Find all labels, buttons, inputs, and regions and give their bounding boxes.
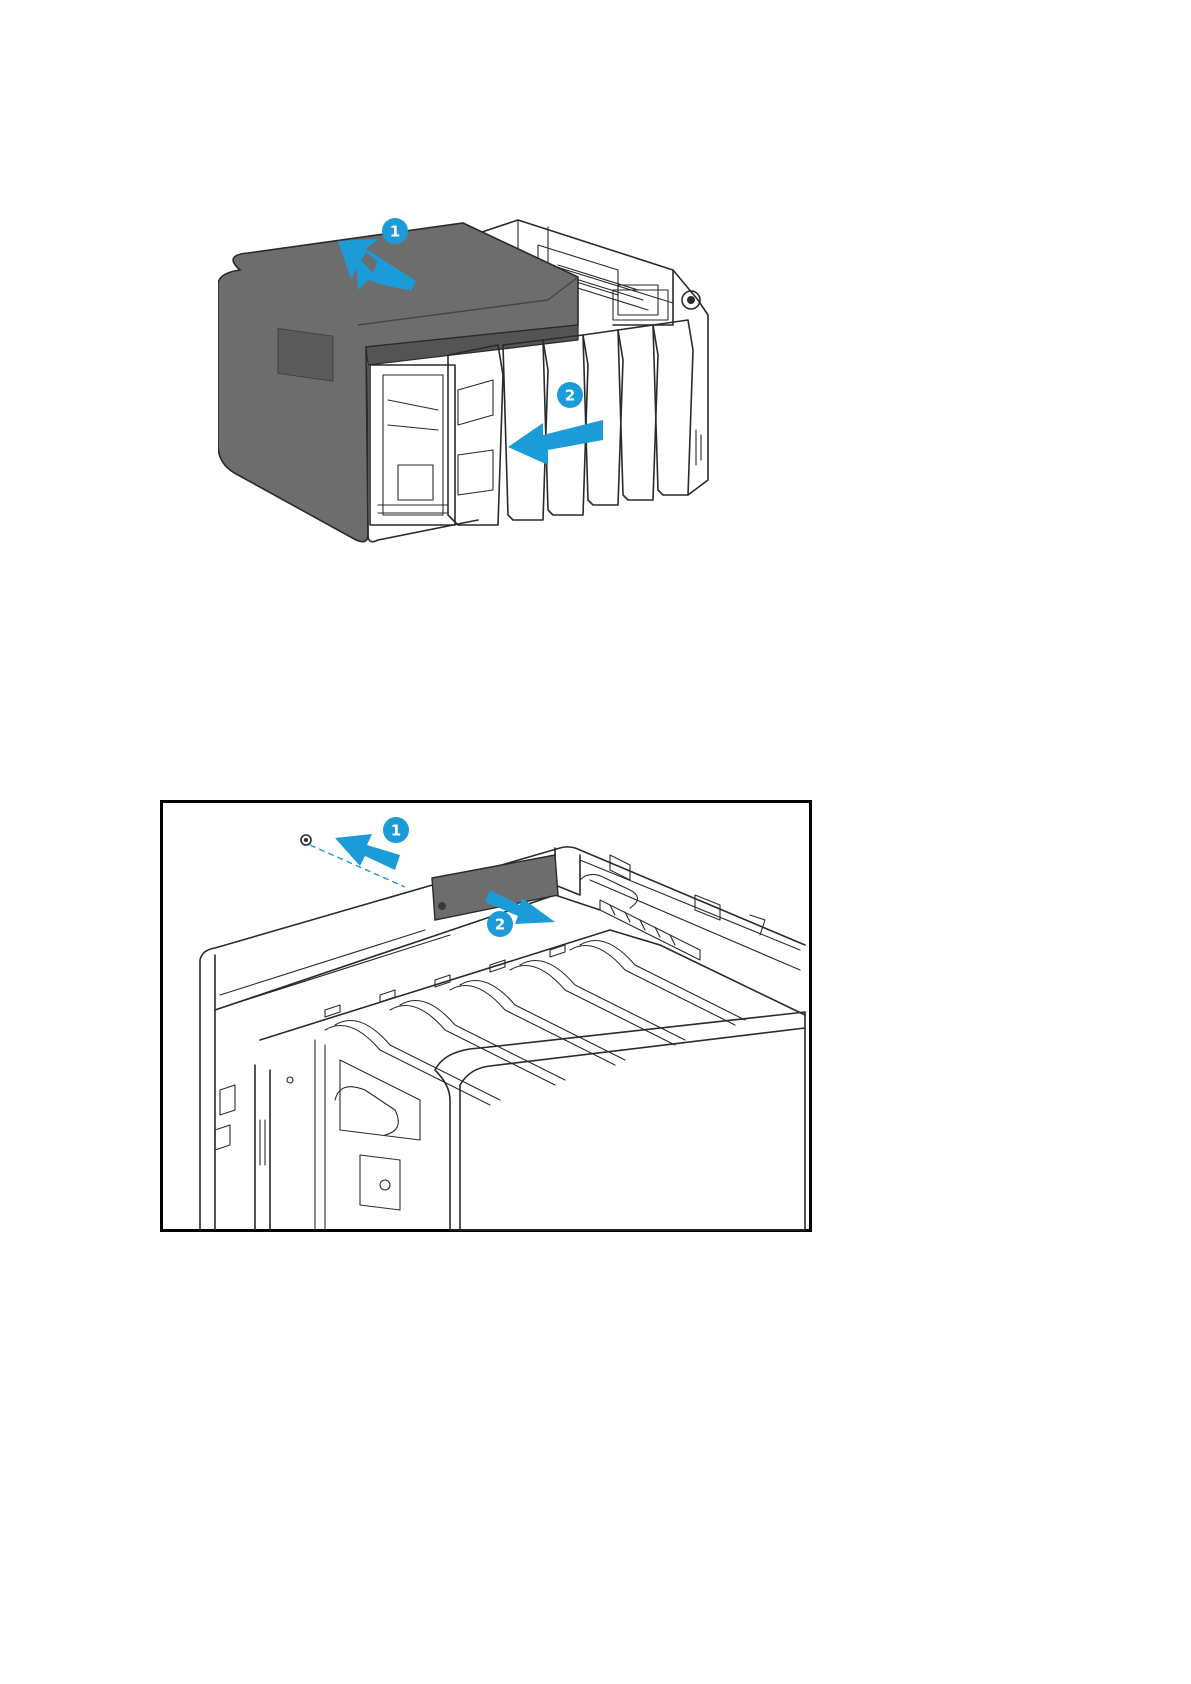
tray-1	[448, 345, 503, 525]
figure-remove-cover-and-trays: 1 2	[218, 215, 778, 585]
svg-text:1: 1	[391, 822, 401, 840]
tray-6	[653, 320, 693, 495]
tray-3	[543, 335, 588, 515]
svg-text:2: 2	[495, 916, 505, 934]
callout-2: 2	[487, 911, 513, 937]
callout-1: 1	[382, 218, 408, 244]
vent-grille	[278, 328, 333, 381]
callout-1: 1	[383, 817, 409, 843]
nas-illustration-2: 1 2	[160, 800, 812, 1232]
figure-frame	[162, 802, 811, 1231]
callout-2: 2	[557, 382, 583, 408]
nas-illustration-1: 1 2	[218, 215, 778, 585]
tray-4	[583, 330, 623, 505]
svg-text:1: 1	[390, 223, 400, 241]
svg-text:2: 2	[565, 387, 575, 405]
figure-remove-pcie-bracket: 1 2	[160, 800, 812, 1232]
arrow-pull-trays	[508, 420, 603, 465]
tray-5	[618, 325, 658, 500]
